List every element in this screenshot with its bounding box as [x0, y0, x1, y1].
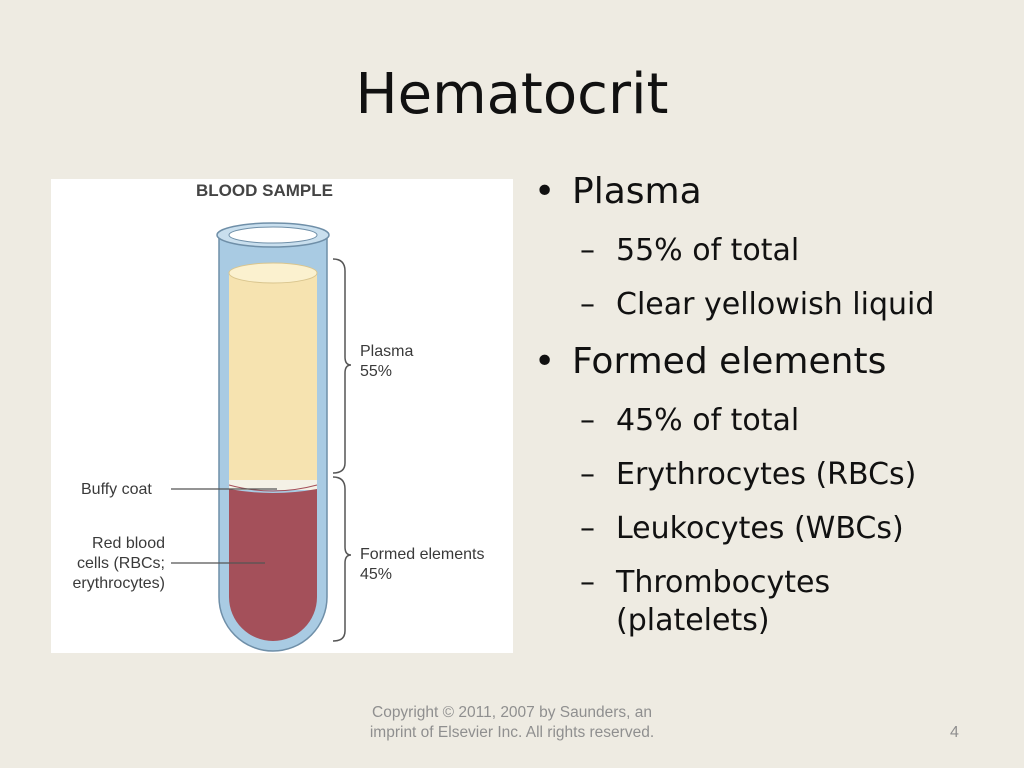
- buffy-coat-layer: [229, 480, 317, 490]
- plasma-bracket: [332, 258, 352, 474]
- copyright-footer: Copyright © 2011, 2007 by Saunders, an i…: [369, 704, 655, 741]
- rbc-layer: [229, 489, 317, 641]
- slide-title: Hematocrit: [355, 62, 669, 127]
- formed-bracket: [332, 476, 352, 642]
- plasma-label-line1: Plasma: [360, 343, 413, 360]
- test-tube-diagram: BLOOD SAMPLE Plasma 55% Buffy coat Red b…: [73, 181, 485, 652]
- blood-sample-figure: BLOOD SAMPLE Plasma 55% Buffy coat Red b…: [51, 179, 513, 653]
- sub-bullet: Leukocytes (WBCs): [530, 510, 1010, 548]
- figure-title: BLOOD SAMPLE: [196, 181, 333, 200]
- page-number: 4: [950, 724, 959, 741]
- sub-bullet: Erythrocytes (RBCs): [530, 456, 1010, 494]
- sub-bullet: Clear yellowish liquid: [530, 286, 1010, 324]
- bullet-list: Plasma 55% of total Clear yellowish liqu…: [530, 168, 1010, 640]
- plasma-surface: [228, 262, 318, 284]
- sub-bullet: 55% of total: [530, 232, 1010, 270]
- rbc-label-line1: Red blood: [92, 535, 165, 552]
- buffy-coat-label: Buffy coat: [81, 481, 152, 498]
- rbc-label-line3: erythrocytes): [73, 575, 165, 592]
- sub-bullet: 45% of total: [530, 402, 1010, 440]
- tube-opening: [228, 226, 318, 244]
- plasma-label-line2: 55%: [360, 363, 392, 380]
- formed-label-line1: Formed elements: [360, 546, 485, 563]
- sub-bullet: Thrombocytes (platelets): [530, 564, 916, 640]
- rbc-label-line2: cells (RBCs;: [77, 555, 165, 572]
- formed-label-line2: 45%: [360, 566, 392, 583]
- bullet-plasma: Plasma: [530, 168, 1010, 216]
- bullet-formed-elements: Formed elements: [530, 338, 1010, 386]
- plasma-layer: [229, 273, 317, 481]
